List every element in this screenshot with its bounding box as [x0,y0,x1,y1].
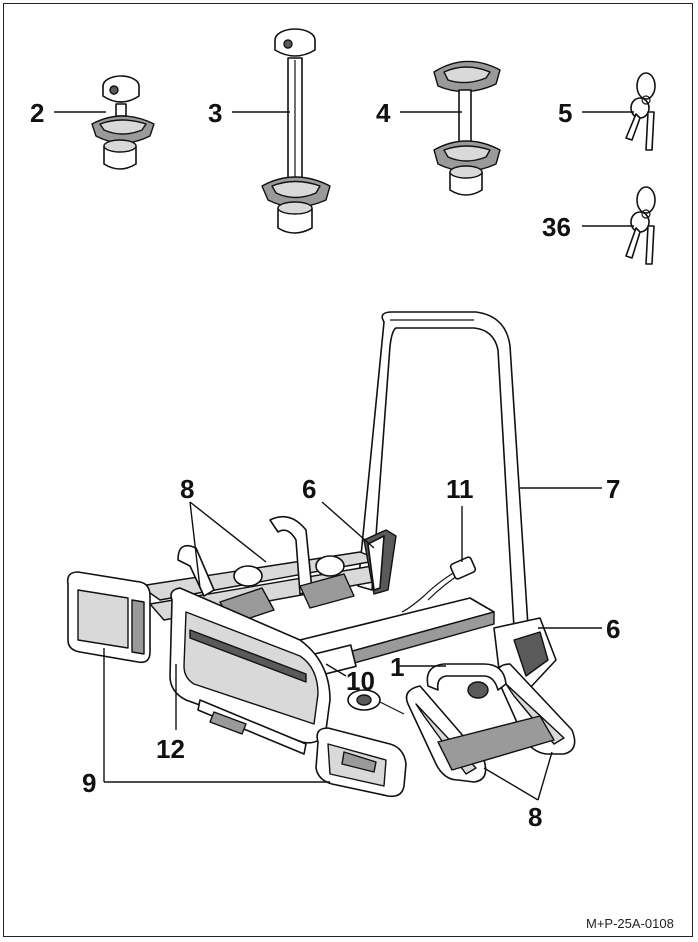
callout-4: 4 [376,98,391,128]
callout-9: 9 [82,768,96,798]
part-5-keys [625,72,656,151]
callout-6-right: 6 [606,614,620,644]
callout-2: 2 [30,98,44,128]
callout-6-upper: 6 [302,474,316,504]
callout-10: 10 [346,666,375,696]
bike-carrier-assembly [66,311,576,798]
callout-3: 3 [208,98,222,128]
part-2-short-clamp [91,75,155,170]
part-3-long-clamp [261,28,331,234]
figure-reference: M+P-25A-0108 [586,916,674,931]
callout-1: 1 [390,652,404,682]
callout-12: 12 [156,734,185,764]
callout-5: 5 [558,98,572,128]
callout-labels: 2 3 4 5 36 7 6 11 8 6 10 1 12 9 8 [30,98,620,832]
callout-8-upper: 8 [180,474,194,504]
callout-36: 36 [542,212,571,242]
callout-8-lower: 8 [528,802,542,832]
callout-7: 7 [606,474,620,504]
part-36-keys [625,186,656,265]
leader-lines [54,111,634,801]
part-4-medium-clamp [433,60,501,196]
callout-11: 11 [446,474,474,504]
